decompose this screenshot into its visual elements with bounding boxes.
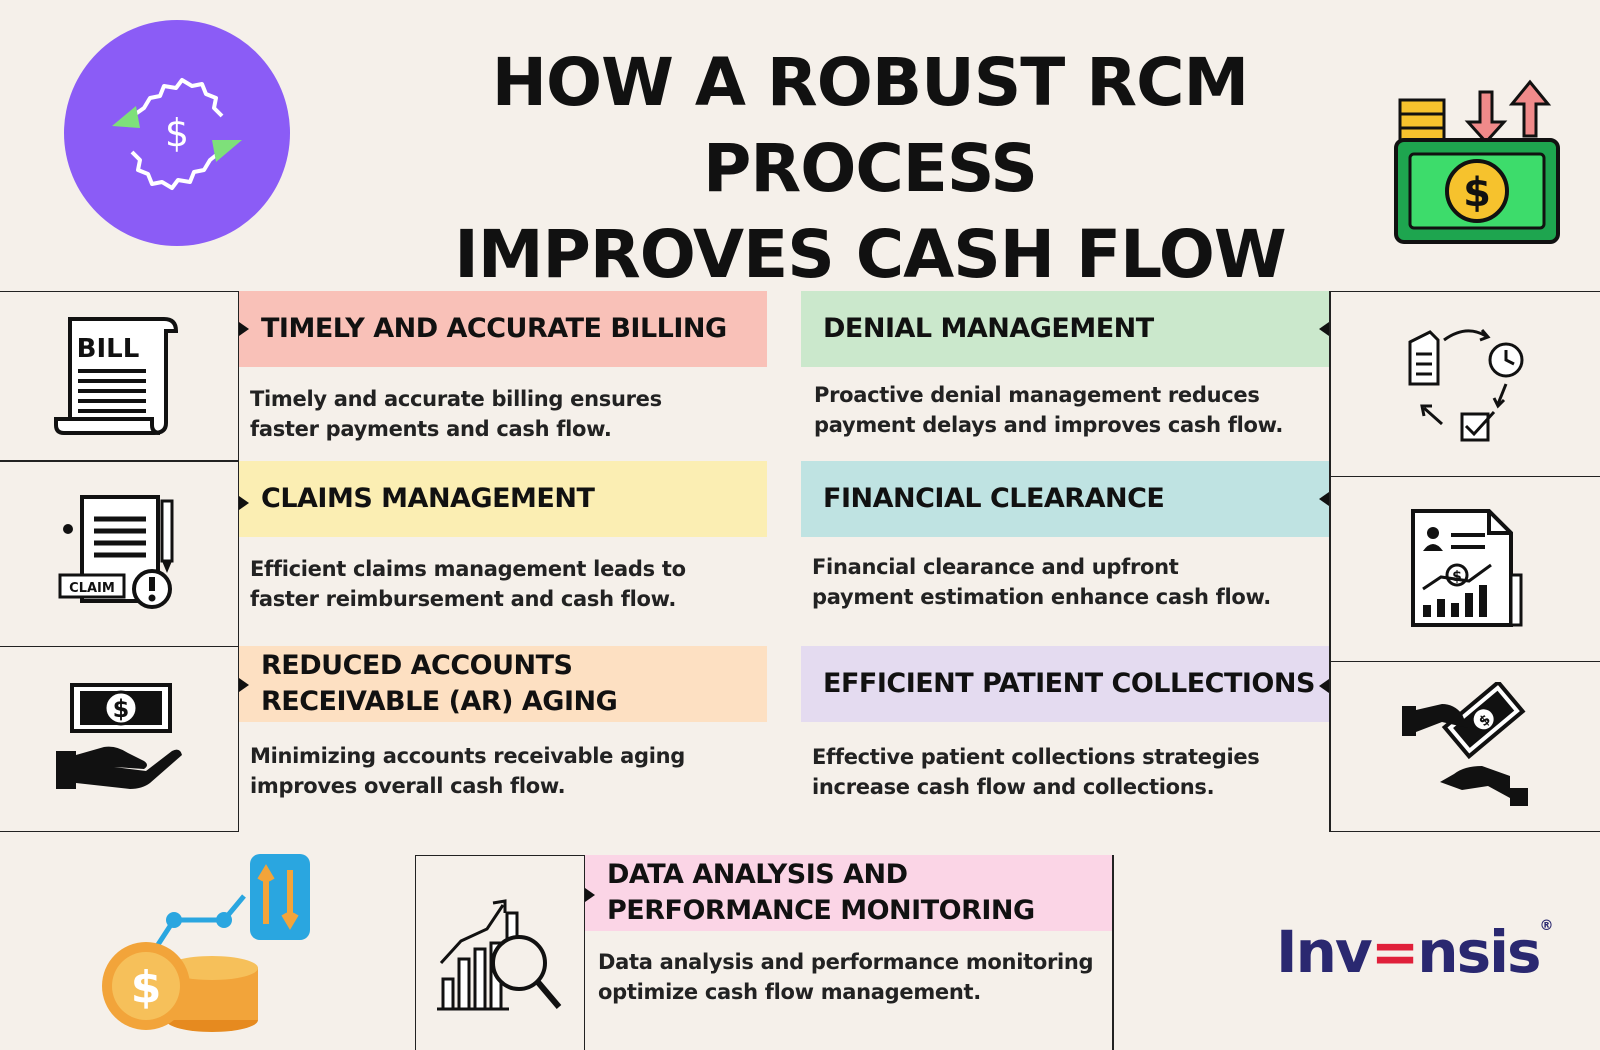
data-frame-right: [1112, 855, 1114, 1050]
collections-description: Effective patient collections strategies…: [812, 745, 1260, 799]
svg-text:$: $: [1463, 170, 1491, 216]
clearance-pointer: [1319, 492, 1329, 506]
data-icon-box: [415, 855, 585, 1050]
billing-pointer: [239, 322, 249, 336]
data-pointer: [585, 888, 595, 902]
svg-text:$: $: [165, 111, 189, 155]
coins-growth-icon: $: [100, 850, 315, 1035]
cash-in-hand-icon: $: [55, 683, 182, 789]
svg-text:$: $: [112, 695, 129, 723]
invensis-logo: Inv=nsis®: [1276, 918, 1554, 986]
workflow-cycle-icon: [1408, 329, 1523, 442]
data-description: Data analysis and performance monitoring…: [598, 950, 1094, 1004]
svg-text:BILL: BILL: [76, 334, 139, 364]
denial-icon-box: [1329, 291, 1600, 477]
collections-pointer: [1319, 679, 1329, 693]
collections-title-bar: EFFICIENT PATIENT COLLECTIONS: [801, 646, 1329, 722]
denial-title-bar: DENIAL MANAGEMENT: [801, 291, 1329, 367]
collections-icon-box: $: [1329, 661, 1600, 832]
claims-pointer: [239, 496, 249, 510]
analytics-magnifier-icon: [437, 899, 562, 1011]
billing-title-bar: TIMELY AND ACCURATE BILLING: [239, 291, 767, 367]
right-frame-line: [1329, 291, 1331, 832]
ar-pointer: [239, 678, 249, 692]
cash-flow-wallet-icon: $: [1392, 78, 1564, 248]
dollar-cycle-icon: $: [64, 20, 290, 246]
financial-report-icon: $: [1410, 509, 1522, 627]
denial-pointer: [1319, 322, 1329, 336]
claim-document-icon: CLAIM: [58, 495, 173, 609]
billing-icon-box: BILL: [0, 291, 239, 461]
clearance-icon-box: $: [1329, 476, 1600, 662]
page-title: HOW A ROBUST RCM PROCESS IMPROVES CASH F…: [454, 44, 1286, 293]
svg-text:$: $: [1452, 569, 1462, 585]
bill-icon: BILL: [53, 317, 178, 435]
claims-title-bar: CLAIMS MANAGEMENT: [239, 461, 767, 537]
svg-text:CLAIM: CLAIM: [69, 581, 115, 596]
ar-icon-box: $: [0, 646, 239, 832]
claims-icon-box: CLAIM: [0, 461, 239, 647]
money-handover-icon: $: [1401, 681, 1528, 806]
clearance-title-bar: FINANCIAL CLEARANCE: [801, 461, 1329, 537]
svg-text:$: $: [131, 962, 162, 1013]
